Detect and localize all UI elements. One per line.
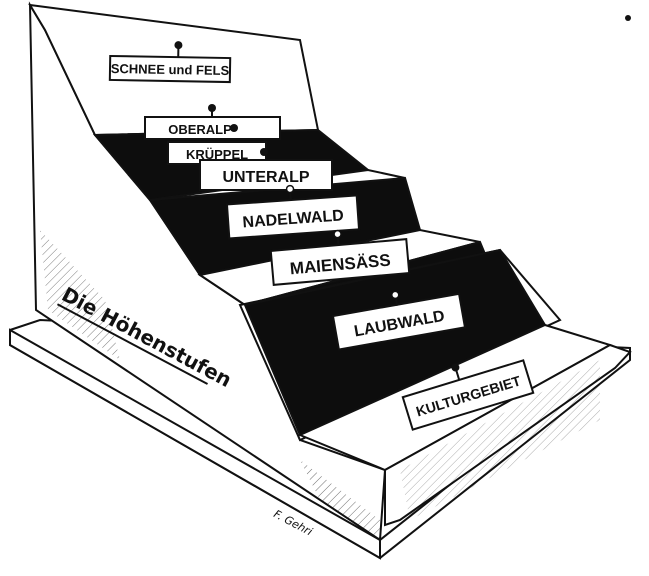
label-kruppel: KRÜPPEL [167,124,268,165]
riser-5 [384,343,632,527]
label-nadelwald: NADELWALD [225,184,361,240]
svg-text:UNTERALP: UNTERALP [222,169,309,186]
label-unteralp: UNTERALP [199,159,333,191]
svg-text:KRÜPPEL: KRÜPPEL [186,147,248,162]
zone-text: SCHNEE und FELS [111,61,230,78]
label-oberalp: OBERALP [144,104,281,140]
label-maiensass: MAIENSÄSS [269,229,411,286]
ink-dot [625,15,631,21]
svg-text:OBERALP: OBERALP [168,122,232,137]
label-schnee-und-fels: SCHNEE und FELS [108,41,232,84]
